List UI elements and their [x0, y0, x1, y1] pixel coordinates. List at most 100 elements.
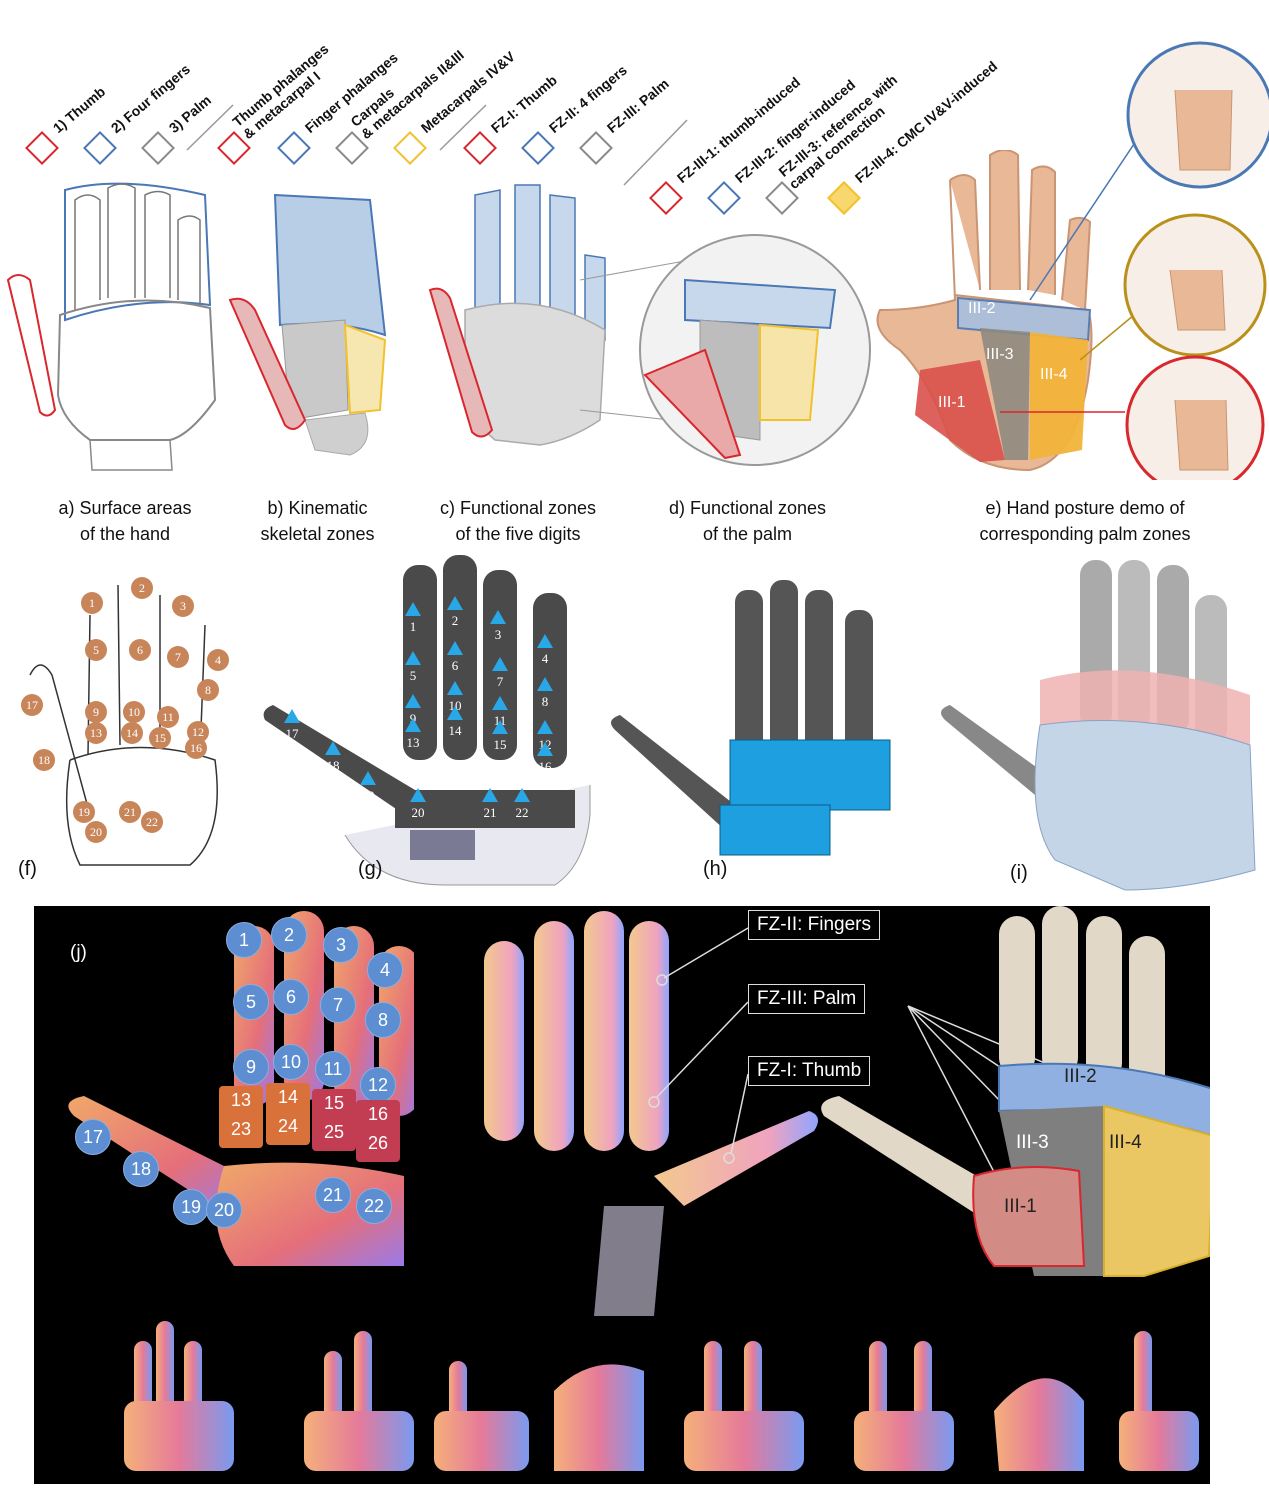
- gesture-1: [124, 1321, 234, 1471]
- panel-label-f: (f): [18, 858, 37, 881]
- render-sensor-bubble: 20: [206, 1192, 242, 1228]
- cad-sensor-label: 3: [486, 627, 510, 643]
- render-sensor-square-number: 24: [266, 1112, 310, 1141]
- cad-sensor-label: 4: [533, 651, 557, 667]
- posture-circles: [1000, 0, 1269, 480]
- render-sensor-square-number: 25: [312, 1118, 356, 1147]
- caption-b-line1: b) Kinematic: [225, 495, 410, 521]
- caption-a: a) Surface areas of the hand: [20, 495, 230, 547]
- gesture-5: [684, 1341, 804, 1471]
- sketch-sensor-marker: 16: [185, 737, 207, 759]
- cad-sensor-label: 17: [280, 726, 304, 742]
- sketch-sensor-marker: 9: [85, 701, 107, 723]
- sketch-sensor-marker: 5: [85, 639, 107, 661]
- render-sensor-bubble: 22: [356, 1188, 392, 1224]
- cad-sensor-label: 2: [443, 613, 467, 629]
- cad-sensor-label: 16: [533, 759, 557, 775]
- caption-a-line1: a) Surface areas: [20, 495, 230, 521]
- render-sensor-bubble: 11: [315, 1051, 351, 1087]
- caption-d-line2: of the palm: [640, 521, 855, 547]
- render-sensor-bubble: 7: [320, 987, 356, 1023]
- cad-sensor-triangle: [410, 788, 426, 802]
- functional-palm-diagram: [560, 230, 880, 480]
- right-render-hand: [814, 906, 1210, 1286]
- sketch-sensor-marker: 2: [131, 577, 153, 599]
- zone-point-iii-1: III-1: [1004, 1196, 1037, 1218]
- render-sensor-bubble: 18: [123, 1151, 159, 1187]
- sketch-sensor-marker: 13: [85, 722, 107, 744]
- surface-areas-hand-outline: [0, 180, 230, 480]
- cad-sensor-triangle: [482, 788, 498, 802]
- legend-fz-fingers-swatch: [521, 131, 555, 165]
- panel-label-h: (h): [703, 858, 727, 881]
- cad-sensor-label: 13: [401, 735, 425, 751]
- cad-sensor-triangle: [447, 641, 463, 655]
- cad-sensor-label: 6: [443, 658, 467, 674]
- mechanical-hand-cad: [600, 580, 920, 880]
- legend-palm-swatch: [141, 131, 175, 165]
- caption-a-line2: of the hand: [20, 521, 230, 547]
- legend-fz-palm-swatch: [579, 131, 613, 165]
- legend-finger-phalanges-swatch: [277, 131, 311, 165]
- cad-sensor-triangle: [405, 602, 421, 616]
- cad-sensor-triangle: [492, 720, 508, 734]
- sketch-sensor-marker: 22: [141, 811, 163, 833]
- sketch-sensor-marker: 10: [123, 701, 145, 723]
- render-sensor-bubble: 9: [233, 1049, 269, 1085]
- render-sensor-bubble: 12: [360, 1067, 396, 1103]
- render-sensor-bubble: 10: [273, 1044, 309, 1080]
- render-sensor-bubble: 5: [233, 984, 269, 1020]
- legend-thumb-swatch: [25, 131, 59, 165]
- caption-b: b) Kinematic skeletal zones: [225, 495, 410, 547]
- cad-sensor-label: 21: [478, 805, 502, 821]
- caption-e-line2: corresponding palm zones: [940, 521, 1230, 547]
- cad-sensor-triangle: [537, 742, 553, 756]
- render-sensor-square-number: 14: [266, 1083, 310, 1112]
- render-sensor-square: 1626: [356, 1100, 400, 1162]
- cad-sensor-label: 14: [443, 723, 467, 739]
- legend-fz-iii-4-swatch: [827, 181, 861, 215]
- legend-four-fingers-swatch: [83, 131, 117, 165]
- cad-sensor-label: 22: [510, 805, 534, 821]
- cad-sensor-label: 18: [321, 758, 345, 774]
- legend-thumb-label: 1) Thumb: [50, 83, 109, 136]
- render-sensor-bubble: 1: [226, 922, 262, 958]
- render-sensor-bubble: 17: [75, 1119, 111, 1155]
- legend-fz-iii-2-swatch: [707, 181, 741, 215]
- sketch-sensor-marker: 11: [157, 706, 179, 728]
- sketch-sensor-marker: 3: [172, 595, 194, 617]
- sketch-sensor-marker: 17: [21, 694, 43, 716]
- sketch-sensor-marker: 20: [85, 821, 107, 843]
- cad-sensor-triangle: [492, 696, 508, 710]
- render-sensor-bubble: 8: [365, 1002, 401, 1038]
- palm-zone-label-iii-2: III-2: [968, 300, 996, 318]
- cad-sensor-triangle: [537, 634, 553, 648]
- panel-label-i: (i): [1010, 862, 1028, 885]
- cad-sensor-label: 1: [401, 619, 425, 635]
- cad-sensor-triangle: [537, 677, 553, 691]
- cad-sensor-label: 19: [356, 788, 380, 804]
- sketch-sensor-marker: 21: [119, 801, 141, 823]
- rendered-hand-zones: [925, 560, 1265, 900]
- cad-sensor-triangle: [405, 718, 421, 732]
- caption-d-line1: d) Functional zones: [640, 495, 855, 521]
- cad-sensor-label: 8: [533, 694, 557, 710]
- cad-sensor-label: 7: [488, 674, 512, 690]
- caption-e-line1: e) Hand posture demo of: [940, 495, 1230, 521]
- cad-sensor-triangle: [490, 610, 506, 624]
- caption-b-line2: skeletal zones: [225, 521, 410, 547]
- cad-sensor-label: 5: [401, 668, 425, 684]
- render-sensor-bubble: 19: [173, 1189, 209, 1225]
- legend-thumb-phalanges-label: Thumb phalanges & metacarpal I: [229, 40, 341, 142]
- cad-sensor-triangle: [447, 596, 463, 610]
- zone-point-iii-3: III-3: [1016, 1132, 1049, 1154]
- cad-sensor-triangle: [405, 694, 421, 708]
- legend-metacarpals-swatch: [393, 131, 427, 165]
- gesture-6: [854, 1341, 954, 1471]
- render-sensor-bubble: 6: [273, 979, 309, 1015]
- sketch-sensor-marker: 19: [73, 801, 95, 823]
- sketch-sensor-marker: 7: [167, 646, 189, 668]
- panel-label-g: (g): [358, 858, 382, 881]
